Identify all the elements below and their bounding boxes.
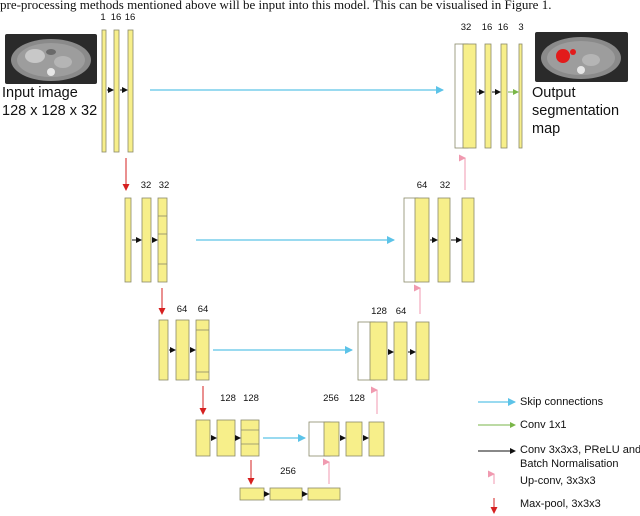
conv3-arrows — [107, 87, 501, 497]
feature-map-block — [124, 197, 132, 283]
skip-connections — [150, 86, 444, 442]
feature-map-block — [157, 197, 168, 283]
channel-label: 64 — [416, 180, 428, 191]
channel-label: 64 — [395, 306, 407, 317]
feature-map-block — [307, 487, 341, 501]
channel-label: 3 — [518, 22, 524, 33]
channel-label: 128 — [371, 306, 387, 317]
feature-map-block — [158, 319, 169, 381]
channel-label: 256 — [280, 466, 296, 477]
channel-label: 16 — [481, 22, 493, 33]
input-ct-image — [5, 34, 97, 84]
feature-map-block — [239, 487, 265, 501]
legend-upconv-label: Up-conv, 3x3x3 — [520, 475, 596, 487]
feature-map-block — [461, 197, 475, 283]
channel-label: 32 — [140, 180, 152, 191]
feature-map-block — [415, 321, 430, 381]
channel-label: 32 — [439, 180, 451, 191]
caption-line: pre-processing methods mentioned above w… — [0, 0, 552, 12]
feature-map-block — [240, 419, 260, 457]
channel-label: 16 — [110, 12, 122, 23]
channel-label: 32 — [158, 180, 170, 191]
feature-map-block — [175, 319, 190, 381]
output-segmentation-image — [535, 32, 628, 82]
channel-label: 64 — [176, 304, 188, 315]
channel-label: 256 — [323, 393, 339, 404]
feature-map-block — [345, 421, 363, 457]
channel-label: 128 — [349, 393, 365, 404]
feature-map-block — [500, 43, 508, 149]
channel-label: 128 — [220, 393, 236, 404]
feature-map-block — [216, 419, 236, 457]
feature-map-block — [368, 421, 385, 457]
feature-map-block — [437, 197, 451, 283]
upconv-arrows — [323, 154, 466, 484]
feature-map-block — [393, 321, 408, 381]
legend-conv1-label: Conv 1x1 — [520, 419, 567, 431]
feature-map-block — [195, 319, 210, 381]
feature-map-block — [323, 421, 340, 457]
feature-map-block — [462, 43, 477, 149]
feature-map-block — [113, 29, 120, 153]
feature-map-block — [141, 197, 152, 283]
channel-label: 16 — [124, 12, 136, 23]
legend-glyphs — [478, 398, 516, 514]
channel-label: 64 — [197, 304, 209, 315]
feature-map-block — [518, 43, 523, 149]
maxpool-arrows — [122, 158, 255, 485]
feature-map-block — [484, 43, 492, 149]
feature-map-block — [369, 321, 388, 381]
feature-map-block — [269, 487, 303, 501]
legend-maxpool-label: Max-pool, 3x3x3 — [520, 498, 601, 510]
channel-label: 32 — [460, 22, 472, 33]
feature-map-block — [101, 29, 107, 153]
feature-map-block — [414, 197, 430, 283]
feature-map-block — [195, 419, 211, 457]
legend-skip-label: Skip connections — [520, 396, 604, 408]
feature-map-block — [127, 29, 134, 153]
channel-label: 16 — [497, 22, 509, 33]
channel-label: 1 — [100, 12, 106, 23]
channel-label: 128 — [243, 393, 259, 404]
